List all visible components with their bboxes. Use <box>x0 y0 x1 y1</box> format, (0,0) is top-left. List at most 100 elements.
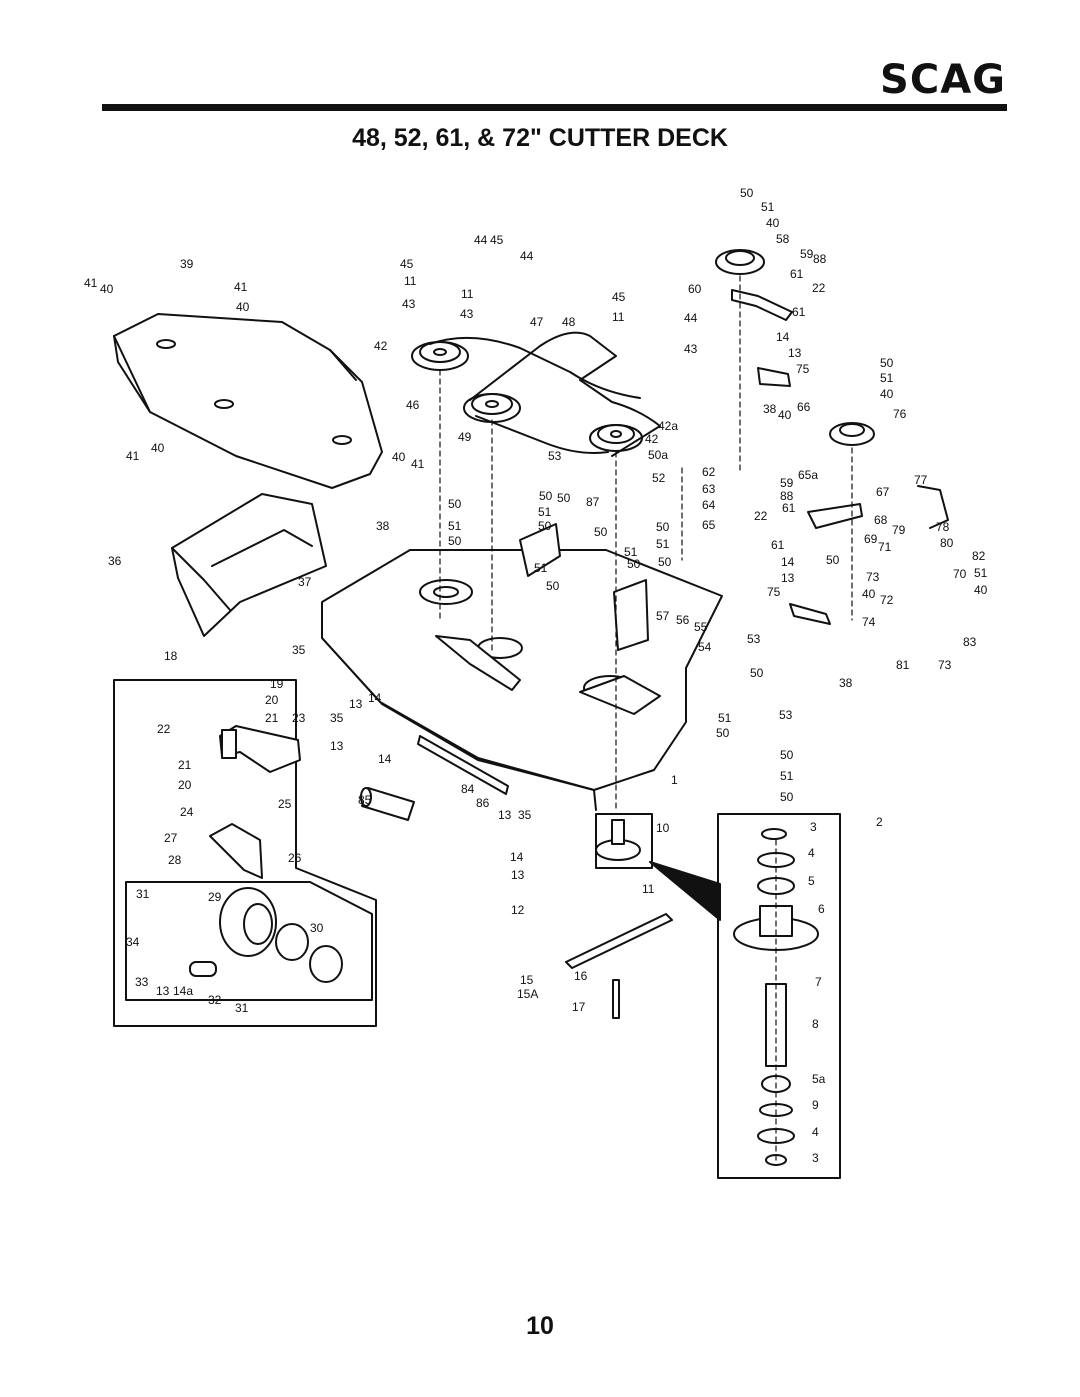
callout-label: 13 <box>511 868 525 882</box>
callout-label: 4 <box>812 1125 819 1139</box>
callout-label: 23 <box>292 711 306 725</box>
callout-label: 40 <box>880 387 894 401</box>
callout-label: 62 <box>702 465 716 479</box>
callout-label: 65a <box>798 468 818 482</box>
callout-label: 53 <box>747 632 761 646</box>
callout-label: 56 <box>676 613 690 627</box>
callout-label: 15 <box>520 973 534 987</box>
callout-label: 1 <box>671 773 678 787</box>
callout-label: 51 <box>538 505 552 519</box>
callout-label: 13 <box>781 571 795 585</box>
callout-label: 33 <box>135 975 149 989</box>
callout-label: 61 <box>792 305 806 319</box>
callout-label: 40 <box>862 587 876 601</box>
callout-label: 5a <box>812 1072 826 1086</box>
callout-label: 61 <box>771 538 785 552</box>
callout-label: 11 <box>461 287 474 301</box>
callout-label: 13 <box>788 346 802 360</box>
callout-label: 42 <box>374 339 388 353</box>
callout-label: 10 <box>656 821 670 835</box>
callout-label: 61 <box>782 501 796 515</box>
callout-label: 50 <box>557 491 571 505</box>
deck-shell <box>321 549 723 811</box>
callout-label: 11 <box>642 882 655 896</box>
callout-label: 16 <box>574 969 588 983</box>
assembly-lines <box>439 275 853 1161</box>
callout-label: 35 <box>292 643 306 657</box>
callout-label: 3 <box>810 820 817 834</box>
callout-label: 40 <box>236 300 250 314</box>
callout-label: 48 <box>562 315 576 329</box>
callout-label: 87 <box>586 495 600 509</box>
callout-label: 50 <box>448 534 462 548</box>
callout-label: 11 <box>404 274 417 288</box>
callout-label: 67 <box>876 485 890 499</box>
callout-label: 75 <box>767 585 781 599</box>
callout-label: 25 <box>278 797 292 811</box>
callout-label: 86 <box>476 796 490 810</box>
callout-label: 74 <box>862 615 876 629</box>
callout-label: 50a <box>648 448 668 462</box>
callout-label: 20 <box>178 778 192 792</box>
callout-label: 45 <box>612 290 626 304</box>
caster-wheel-inset <box>113 679 377 1027</box>
callout-label: 30 <box>310 921 324 935</box>
callout-label: 22 <box>754 509 768 523</box>
callout-label: 26 <box>288 851 302 865</box>
callout-label: 61 <box>790 267 804 281</box>
callout-label: 29 <box>208 890 222 904</box>
callout-label: 38 <box>839 676 853 690</box>
callout-label: 38 <box>763 402 777 416</box>
callout-label: 18 <box>164 649 178 663</box>
callout-label: 40 <box>151 441 165 455</box>
callout-label: 22 <box>157 722 171 736</box>
callout-label: 51 <box>624 545 638 559</box>
callout-label: 76 <box>893 407 907 421</box>
callout-label: 60 <box>688 282 702 296</box>
callout-label: 35 <box>330 711 344 725</box>
callout-label: 31 <box>235 1001 249 1015</box>
header-rule <box>102 104 1007 111</box>
callout-label: 53 <box>779 708 793 722</box>
callout-label: 59 <box>780 476 794 490</box>
callout-label: 77 <box>914 473 928 487</box>
callout-label: 44 <box>520 249 534 263</box>
callout-label: 50 <box>750 666 764 680</box>
callout-label: 13 <box>349 697 363 711</box>
callout-label: 84 <box>461 782 475 796</box>
callout-label: 72 <box>880 593 894 607</box>
callout-label: 20 <box>265 693 279 707</box>
callout-label: 50 <box>546 579 560 593</box>
callout-label: 81 <box>896 658 910 672</box>
callout-label: 51 <box>780 769 794 783</box>
callout-label: 27 <box>164 831 178 845</box>
callout-label: 5 <box>808 874 815 888</box>
callout-label: 88 <box>780 489 794 503</box>
callout-label: 35 <box>518 808 532 822</box>
callout-label: 4 <box>808 846 815 860</box>
belt-cover <box>113 313 383 489</box>
spindle-detail-inset <box>649 813 841 1179</box>
discharge-chute <box>171 493 327 637</box>
callout-label: 51 <box>656 537 670 551</box>
scag-logo: SCAG <box>880 57 1006 103</box>
callout-label: 50 <box>716 726 730 740</box>
callout-label: 55 <box>694 620 708 634</box>
drive-belts <box>429 331 661 457</box>
page-title: 48, 52, 61, & 72" CUTTER DECK <box>352 124 728 152</box>
callout-label: 14 <box>378 752 392 766</box>
callout-label: 50 <box>740 186 754 200</box>
callout-label: 82 <box>972 549 986 563</box>
callout-label: 14 <box>368 691 382 705</box>
callout-label: 6 <box>818 902 825 916</box>
callout-label: 51 <box>534 561 548 575</box>
pulleys <box>411 249 875 452</box>
callout-label: 13 <box>330 739 344 753</box>
callout-label: 73 <box>866 570 880 584</box>
callout-label: 68 <box>874 513 888 527</box>
callout-label: 14 <box>510 850 524 864</box>
callout-label: 54 <box>698 640 712 654</box>
callout-label: 45 <box>490 233 504 247</box>
callout-label: 51 <box>974 566 988 580</box>
